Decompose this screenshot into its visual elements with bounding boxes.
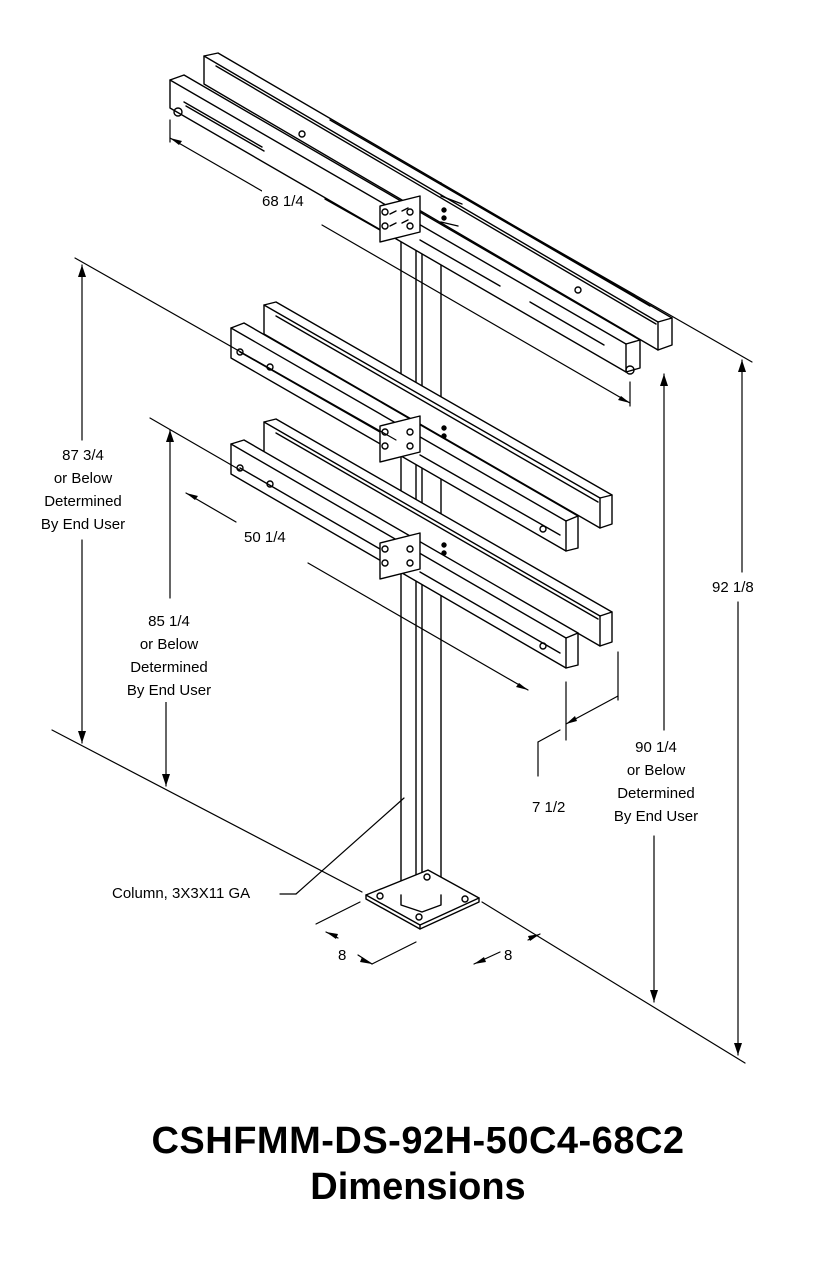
middle-arm-height-line3: Determined	[44, 493, 122, 510]
bottom-arm-height-line4: By End User	[126, 682, 212, 699]
bottom-arm-height-label: 85 1/4 or Below Determined By End User	[116, 610, 222, 702]
arm-offset-value: 7 1/2	[532, 799, 566, 816]
bottom-arm-height-line2: or Below	[139, 636, 199, 653]
dimension-arrowheads	[78, 138, 746, 1055]
middle-arm-height-label: 87 3/4 or Below Determined By End User	[30, 444, 136, 536]
top-arm-height-line3: Determined	[617, 785, 695, 802]
lower-arm-length-value: 50 1/4	[244, 529, 286, 546]
overall-height-label: 92 1/8	[712, 576, 754, 599]
top-arm-height-line2: or Below	[626, 762, 686, 779]
top-arm-height-label: 90 1/4 or Below Determined By End User	[602, 736, 710, 828]
top-arm-pair	[169, 52, 673, 375]
top-arm-height-line4: By End User	[613, 808, 699, 825]
base-plate	[365, 869, 480, 930]
middle-arm-height-line4: By End User	[40, 516, 126, 533]
model-title: CSHFMM-DS-92H-50C4-68C2	[151, 1120, 685, 1162]
bottom-arm-height-line1: 85 1/4	[148, 613, 190, 630]
title-block: CSHFMM-DS-92H-50C4-68C2 Dimensions	[0, 1118, 836, 1210]
top-arm-length-label: 68 1/4	[262, 190, 304, 213]
middle-arm-pair	[230, 301, 613, 552]
arm-offset-label: 7 1/2	[532, 796, 566, 819]
base-plate-right-label: 8	[504, 944, 513, 967]
overall-height-value: 92 1/8	[712, 579, 754, 596]
middle-arm-height-line1: 87 3/4	[62, 447, 104, 464]
top-arm-length-value: 68 1/4	[262, 193, 304, 210]
base-plate-left-value: 8	[338, 947, 347, 964]
base-plate-right-value: 8	[504, 947, 513, 964]
bottom-arm-pair	[230, 418, 613, 669]
middle-arm-height-line2: or Below	[53, 470, 113, 487]
column-callout-text: Column, 3X3X11 GA	[112, 885, 251, 902]
bottom-arm-height-line3: Determined	[130, 659, 208, 676]
base-plate-left-label: 8	[338, 944, 347, 967]
rack-dimension-drawing	[51, 52, 753, 1064]
top-arm-height-line1: 90 1/4	[635, 739, 677, 756]
lower-arm-length-label: 50 1/4	[244, 526, 286, 549]
column-callout-label: Column, 3X3X11 GA	[112, 882, 251, 905]
dimension-lines	[51, 119, 753, 1064]
page-subtitle: Dimensions	[310, 1166, 526, 1208]
